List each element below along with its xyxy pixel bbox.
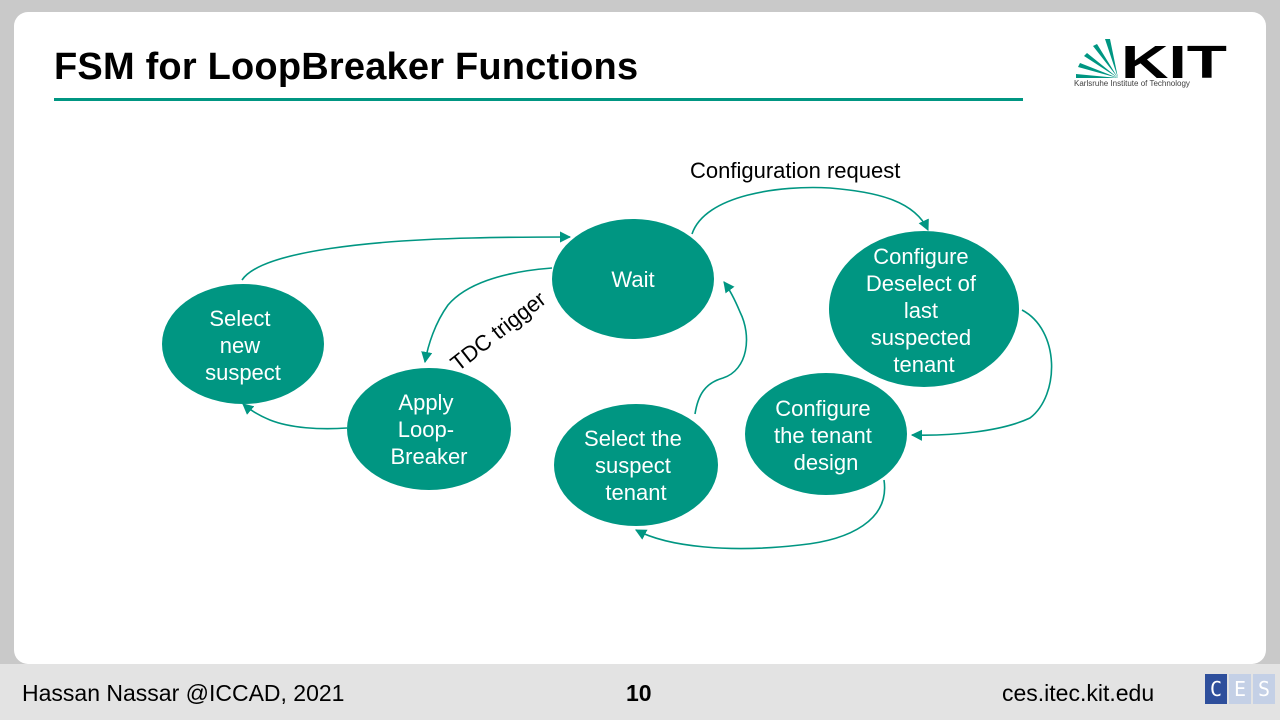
state-select-new-suspect-line-1: Select [209,306,270,331]
state-configure-tenant-design-line-2: the tenant [774,423,872,448]
ces-logo: C E S [1205,674,1277,704]
state-select-suspect-tenant: Select the suspect tenant [554,404,718,526]
footer-author: Hassan Nassar @ICCAD, 2021 [22,680,345,706]
state-apply-loopbreaker-line-3: Breaker [390,444,467,469]
state-select-suspect-tenant-line-1: Select the [584,426,682,451]
state-apply-loopbreaker: Apply Loop- Breaker [347,368,511,490]
edge-wait-to-apply-loopbreaker [421,267,553,364]
svg-text:Configure the tenant: Configure the tenant design [774,396,878,475]
footer-page-number: 10 [626,680,652,706]
state-configure-deselect-line-1: Configure [873,244,968,269]
kit-logo-subtitle: Karlsruhe Institute of Technology [1074,79,1190,88]
state-configure-deselect-line-3: last [904,298,938,323]
state-configure-tenant-design: Configure the tenant design [745,373,907,495]
edge-label-configuration-request: Configuration request [690,158,900,183]
state-wait: Wait [552,219,714,339]
state-configure-deselect: Configure Deselect of last suspected ten… [829,231,1019,387]
footer-url: ces.itec.kit.edu [1002,680,1155,706]
kit-logo: KIT [1076,36,1227,88]
state-configure-tenant-design-line-1: Configure [775,396,870,421]
edge-label-tdc-trigger: TDC trigger [446,286,551,376]
state-select-new-suspect: Select new suspect [162,284,324,404]
svg-text:Apply Loop- Breake: Apply Loop- Breaker [390,390,467,469]
edge-select-new-suspect-to-wait [241,231,572,281]
kit-logo-fan-icon [1076,39,1118,78]
state-apply-loopbreaker-line-2: Loop- [398,417,454,442]
state-configure-deselect-line-2: Deselect of [866,271,977,296]
edge-configure-deselect-to-configure-design [910,309,1053,441]
svg-text:Wait: Wait [611,267,654,292]
edge-apply-loopbreaker-to-select-new-suspect [242,403,348,430]
edge-wait-to-configure-deselect [691,186,929,235]
ces-logo-e: E [1229,674,1251,704]
slide-title: FSM for LoopBreaker Functions [54,46,639,88]
title-underline [54,98,1023,101]
state-configure-tenant-design-line-3: design [794,450,859,475]
ces-logo-s: S [1253,674,1275,704]
edge-select-suspect-to-wait [694,281,748,415]
state-configure-deselect-line-5: tenant [893,352,954,377]
state-select-suspect-tenant-line-3: tenant [605,480,666,505]
svg-text:Select the suspect: Select the suspect tenant [584,426,688,505]
kit-logo-wordmark: KIT [1121,36,1227,88]
svg-text:Configure Deselect of: Configure Deselect of last suspected ten… [866,244,982,377]
state-apply-loopbreaker-line-1: Apply [398,390,453,415]
state-select-new-suspect-line-3: suspect [205,360,281,385]
edge-configure-design-to-select-suspect [635,479,886,550]
state-configure-deselect-line-4: suspected [871,325,971,350]
state-wait-label: Wait [611,267,654,292]
state-select-new-suspect-line-2: new [220,333,260,358]
ces-logo-c: C [1205,674,1227,704]
svg-text:Select new suspect: Select new suspect [205,306,281,385]
footer-bar [0,664,1280,720]
state-select-suspect-tenant-line-2: suspect [595,453,671,478]
